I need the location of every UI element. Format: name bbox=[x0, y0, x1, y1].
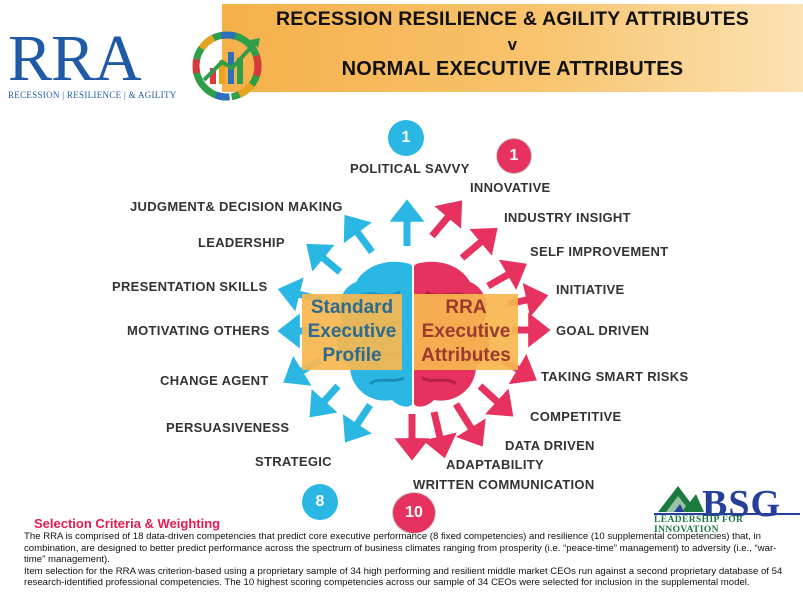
selection-criteria-description: The RRA is comprised of 18 data-driven c… bbox=[24, 531, 786, 589]
label-taking-smart-risks: TAKING SMART RISKS bbox=[541, 369, 689, 384]
rra-logo-emblem bbox=[192, 31, 262, 101]
standard-profile-box bbox=[302, 294, 402, 370]
selection-paragraph-2: Item selection for the RRA was criterion… bbox=[24, 565, 783, 589]
title-banner bbox=[222, 4, 803, 92]
page-title-line1: RECESSION RESILIENCE & AGILITY ATTRIBUTE… bbox=[276, 8, 749, 30]
rra-logo-letters: RRA bbox=[8, 22, 142, 95]
bsg-tagline: LEADERSHIP FOR INNOVATION bbox=[654, 515, 744, 535]
label-written-communication: WRITTEN COMMUNICATION bbox=[413, 477, 595, 492]
badge-resilience-count: 10 bbox=[392, 492, 436, 534]
label-motivating-others: MOTIVATING OTHERS bbox=[127, 323, 270, 338]
label-self-improvement: SELF IMPROVEMENT bbox=[530, 244, 669, 259]
bsg-logo-text: BSG bbox=[702, 483, 782, 525]
page-title-connector: v bbox=[507, 35, 518, 54]
arrow-data-driven bbox=[453, 402, 486, 447]
arrow-self-improvement bbox=[486, 259, 527, 291]
label-industry-insight: INDUSTRY INSIGHT bbox=[504, 210, 631, 225]
arrow-judgment bbox=[343, 214, 375, 255]
standard-profile-line: Executive bbox=[307, 321, 397, 342]
label-data-driven: DATA DRIVEN bbox=[505, 438, 595, 453]
rra-attributes-label: RRA Executive Attributes bbox=[414, 296, 518, 368]
label-initiative: INITIATIVE bbox=[556, 282, 625, 297]
rra-attributes-box bbox=[414, 294, 518, 370]
rra-logo-subtitle: RECESSION | RESILIENCE | & AGILITY bbox=[8, 90, 177, 100]
label-presentation-skills: PRESENTATION SKILLS bbox=[112, 279, 268, 294]
label-strategic: STRATEGIC bbox=[255, 454, 332, 469]
badge-core-top: 1 bbox=[388, 120, 424, 156]
arrow-innovative bbox=[429, 200, 463, 239]
standard-profile-line: Standard bbox=[310, 297, 394, 318]
rra-attributes-line: RRA bbox=[445, 297, 487, 318]
arrow-industry-insight bbox=[459, 227, 498, 261]
rra-attributes-line: Attributes bbox=[421, 345, 511, 366]
label-judgment: JUDGMENT& DECISION MAKING bbox=[130, 199, 343, 214]
page-title-line3: NORMAL EXECUTIVE ATTRIBUTES bbox=[341, 58, 684, 80]
arrow-competitive bbox=[477, 383, 514, 417]
rra-attributes-line: Executive bbox=[421, 321, 511, 342]
label-political-savvy: POLITICAL SAVVY bbox=[350, 161, 470, 176]
label-competitive: COMPETITIVE bbox=[530, 409, 622, 424]
label-persuasiveness: PERSUASIVENESS bbox=[166, 420, 290, 435]
selection-criteria-title: Selection Criteria & Weighting bbox=[34, 516, 221, 531]
selection-paragraph-1: The RRA is comprised of 18 data-driven c… bbox=[24, 531, 777, 566]
label-adaptability: ADAPTABILITY bbox=[446, 457, 544, 472]
badge-resilience-top: 1 bbox=[496, 138, 532, 174]
arrow-adaptability bbox=[422, 411, 457, 459]
label-change-agent: CHANGE AGENT bbox=[160, 373, 269, 388]
bsg-divider bbox=[654, 513, 800, 515]
badge-core-count: 8 bbox=[302, 484, 338, 520]
label-leadership: LEADERSHIP bbox=[198, 235, 285, 250]
arrow-strategic bbox=[342, 403, 373, 443]
label-goal-driven: GOAL DRIVEN bbox=[556, 323, 650, 338]
arrow-persuasiveness bbox=[309, 383, 341, 418]
standard-profile-label: Standard Executive Profile bbox=[300, 296, 404, 368]
standard-profile-line: Profile bbox=[322, 345, 382, 366]
arrow-leadership bbox=[306, 243, 343, 275]
bsg-mountain-icon bbox=[658, 486, 704, 512]
label-innovative: INNOVATIVE bbox=[470, 180, 551, 195]
